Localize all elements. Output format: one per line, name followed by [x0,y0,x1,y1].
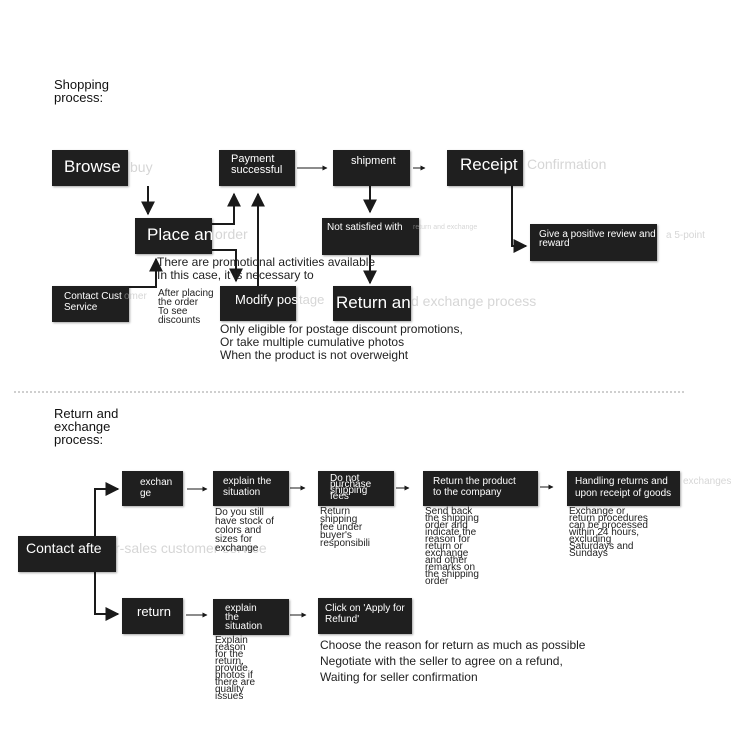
shipment-box: shipment [333,150,410,186]
promotion-note: There are promotional activities availab… [157,255,376,282]
contact-after-sales-box: Contact afte r-sales customer service [18,536,267,572]
no-shipping-fee-box: Do not purchase shipping fees [318,471,394,506]
modify-postage-box: Modify pos tage [220,286,324,321]
return-process-heading: Return and exchange process: [54,406,119,447]
positive-review-box: Give a positive review and a 5-point rew… [530,224,705,261]
place-order-box: Place an order [135,218,248,254]
postage-discount-note: Only eligible for postage discount promo… [220,322,463,362]
explain-situation-box-return: explain the situation [213,599,289,635]
arrow-contact-to-return [94,570,120,621]
browse-box: Browse buy [52,150,153,186]
shipping-fee-note: Return shipping fee under buyer's respon… [320,506,371,549]
processing-time-note: Exchange or return procedures can be pro… [569,506,648,559]
arrow-place-to-payment [212,192,241,225]
arrow-contact-to-exchange [94,482,120,536]
shopping-process-heading: Shopping process: [54,77,109,105]
refund-negotiation-note: Choose the reason for return as much as … [320,638,586,684]
contact-customer-service-box: Contact Cust omer Service [52,286,147,322]
return-to-company-box: Return the product to the company [423,471,538,506]
return-box: return [122,598,183,634]
arrow-place-to-modify [212,249,243,283]
explain-reason-note: Explain reason for the return, provide p… [215,635,256,702]
arrow-contact-to-place [129,257,163,288]
payment-box: Payment successful [219,150,295,186]
handling-returns-box: Handling returns and exchanges upon rece… [567,471,731,506]
arrow-receipt-to-review [511,186,528,253]
stock-check-note: Do you still have stock of colors and si… [215,507,274,554]
apply-for-refund-box: Click on 'Apply for Refund' [318,598,412,634]
section-divider [14,391,684,393]
return-exchange-box: Return an d exchange process [333,286,536,321]
exchange-box: exchan ge [122,471,183,506]
not-satisfied-box: Not satisfied with return and exchange [322,218,477,255]
send-back-note: Send back the shipping order and indicat… [425,506,479,587]
explain-situation-box-exchange: explain the situation [213,471,289,506]
after-placing-note: After placing the order To see discounts [158,288,214,326]
receipt-box: Receipt Confirmation [447,150,606,186]
